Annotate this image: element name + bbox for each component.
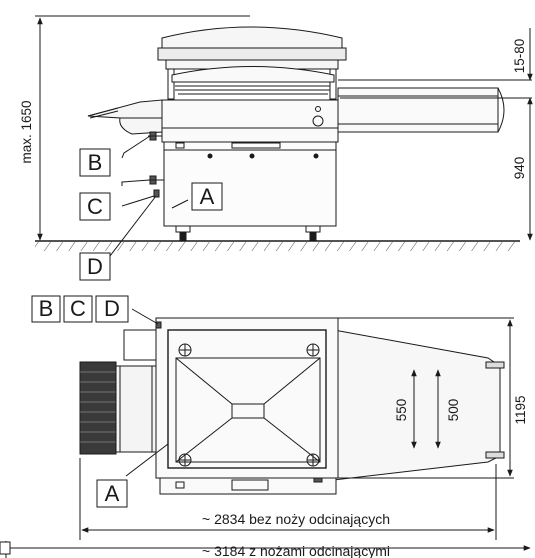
foot-left [175, 225, 191, 233]
dim-top-gap: 15-80 [512, 39, 527, 74]
outfeed-belt [337, 87, 499, 133]
svg-text:C: C [70, 296, 86, 321]
dim-1195: 1195 [513, 395, 528, 424]
infeed-belt [87, 99, 163, 135]
roller-stack [79, 361, 117, 455]
side-view [35, 26, 520, 257]
infeed-top [115, 365, 157, 453]
dim-550: 550 [394, 399, 409, 422]
machine-body-top [161, 99, 339, 143]
top-label-c: C [63, 295, 93, 323]
svg-text:B: B [39, 296, 54, 321]
dim-max-height: max. 1650 [19, 100, 34, 163]
caption-with-knives: ~ 3184 z nożami odcinającymi [202, 543, 390, 558]
dim-working-height: 940 [512, 157, 527, 180]
chamber [167, 329, 327, 469]
foot-right [305, 225, 321, 233]
svg-text:A: A [105, 481, 120, 506]
svg-text:A: A [200, 184, 215, 209]
side-label-a: A [191, 182, 223, 211]
svg-text:D: D [87, 254, 103, 279]
top-view [79, 308, 505, 495]
corner-bolts [178, 343, 320, 467]
outfeed-top [333, 329, 501, 481]
lid-column-right [329, 68, 337, 100]
caption-without-knives: ~ 2834 bez noży odcinających [202, 511, 390, 527]
svg-text:D: D [104, 296, 120, 321]
svg-text:C: C [87, 194, 103, 219]
side-label-b: B [79, 148, 111, 177]
top-label-b: B [31, 295, 61, 323]
lid-column-left [167, 68, 175, 100]
top-label-d: D [95, 295, 129, 323]
floor-hatch [35, 241, 520, 251]
lid-rim [157, 47, 347, 61]
control-knob [312, 115, 324, 127]
side-label-c: C [79, 192, 111, 221]
chamber-dome [171, 66, 335, 83]
svg-text:B: B [88, 150, 103, 175]
side-view-dimensions [35, 15, 533, 241]
top-view-dimensions [0, 317, 531, 558]
dim-500: 500 [446, 399, 461, 422]
side-label-d: D [79, 252, 111, 281]
main-frame [155, 317, 339, 479]
lid [161, 26, 343, 49]
top-label-a: A [96, 479, 128, 508]
